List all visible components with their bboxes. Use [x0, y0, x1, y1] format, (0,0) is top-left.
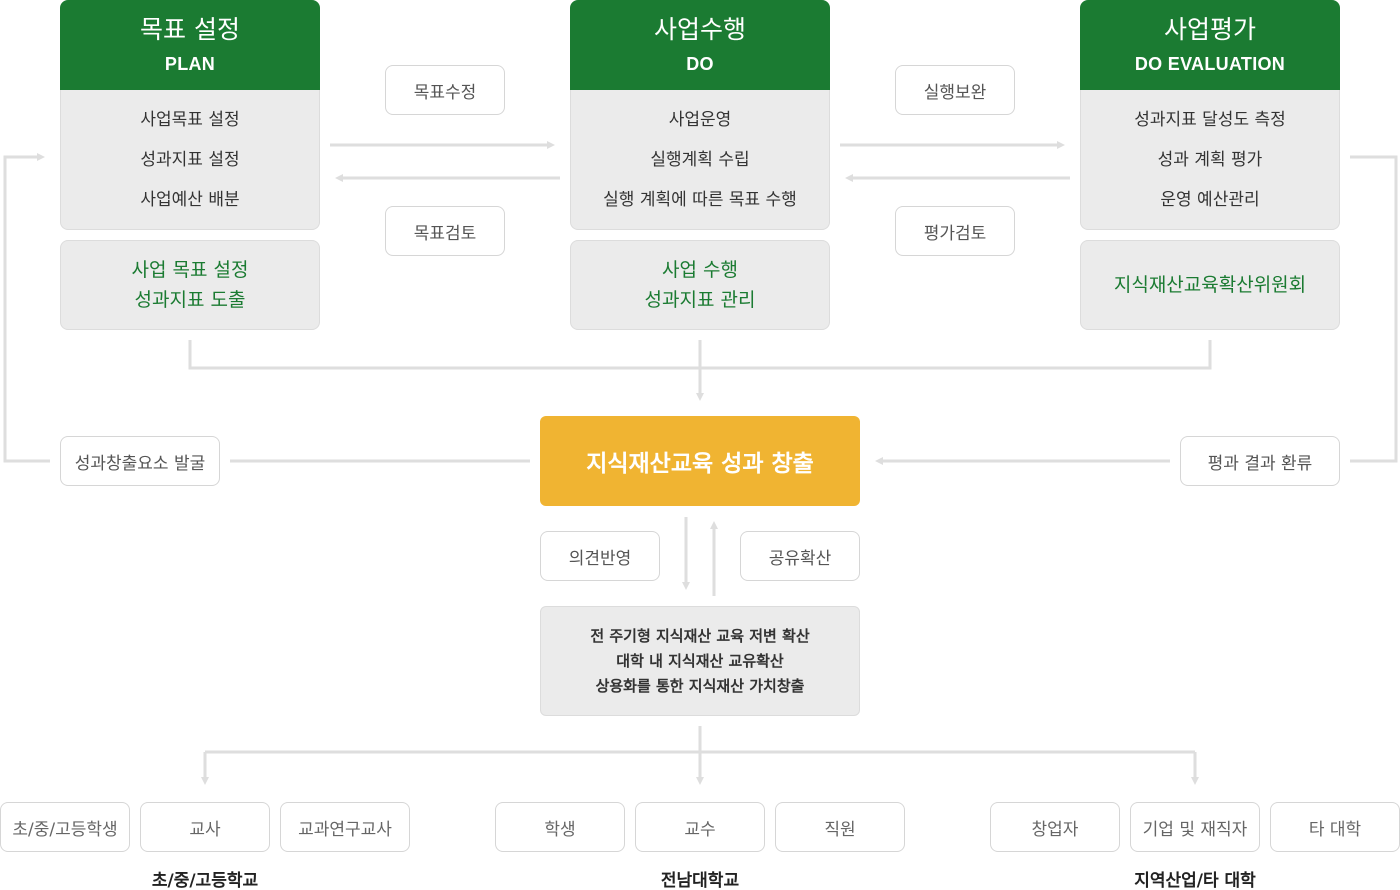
- target-member: 교사: [140, 802, 270, 852]
- phase-result-line: 사업 목표 설정: [131, 259, 249, 281]
- phase-do-result: 사업 수행 성과지표 관리: [570, 240, 830, 330]
- right-loop: [1350, 155, 1398, 463]
- outcome-box: 전 주기형 지식재산 교육 저변 확산 대학 내 지식재산 교유확산 상용화를 …: [540, 606, 860, 716]
- group-label-industry: 지역산업/타 대학: [1134, 870, 1256, 890]
- phase-eval-title: 사업평가: [1163, 15, 1256, 44]
- left-loop: [3, 153, 50, 463]
- phase-item: 성과 계획 평가: [1157, 149, 1263, 170]
- target-member: 교수: [635, 802, 765, 852]
- phase-item: 실행계획 수립: [650, 149, 750, 170]
- phase-do-items: 사업운영 실행계획 수립 실행 계획에 따른 목표 수행: [570, 90, 830, 230]
- target-member: 기업 및 재직자: [1130, 802, 1260, 852]
- phase-eval-items: 성과지표 달성도 측정 성과 계획 평가 운영 예산관리: [1080, 90, 1340, 230]
- phase-result-line: 성과지표 도출: [134, 289, 246, 311]
- phase-plan-items: 사업목표 설정 성과지표 설정 사업예산 배분: [60, 90, 320, 230]
- target-member: 학생: [495, 802, 625, 852]
- phase-item: 성과지표 설정: [140, 149, 240, 170]
- phase-eval-header: 사업평가 DO EVALUATION: [1080, 0, 1340, 90]
- phase-item: 성과지표 달성도 측정: [1134, 109, 1286, 130]
- tag-execution-complement: 실행보완: [895, 65, 1015, 115]
- phase-result-line: 지식재산교육확산위원회: [1113, 274, 1307, 296]
- outcome-line: 전 주기형 지식재산 교육 저변 확산: [590, 626, 810, 645]
- phase-item: 사업목표 설정: [140, 109, 240, 130]
- phase-do-title: 사업수행: [653, 15, 746, 44]
- tag-goal-revision: 목표수정: [385, 65, 505, 115]
- tag-element-discovery: 성과창출요소 발굴: [60, 436, 220, 486]
- target-member: 창업자: [990, 802, 1120, 852]
- phase-eval-result: 지식재산교육확산위원회: [1080, 240, 1340, 330]
- phase-result-line: 사업 수행: [662, 259, 738, 281]
- group-label-school: 초/중/고등학교: [151, 870, 259, 890]
- phase-plan-subtitle: PLAN: [164, 54, 216, 74]
- phase-plan-title: 목표 설정: [140, 15, 240, 44]
- phase-do-subtitle: DO: [686, 54, 714, 74]
- tag-goal-review: 목표검토: [385, 206, 505, 256]
- group-label-university: 전남대학교: [660, 870, 740, 890]
- target-member: 타 대학: [1270, 802, 1400, 852]
- phase-item: 사업예산 배분: [140, 189, 240, 210]
- tag-evaluation-review: 평가검토: [895, 206, 1015, 256]
- phase-plan-header: 목표 설정 PLAN: [60, 0, 320, 90]
- tag-sharing-spread: 공유확산: [740, 531, 860, 581]
- phase-plan-result: 사업 목표 설정 성과지표 도출: [60, 240, 320, 330]
- tag-evaluation-feedback: 평과 결과 환류: [1180, 436, 1340, 486]
- target-member: 교과연구교사: [280, 802, 410, 852]
- phase-item: 사업운영: [668, 109, 732, 130]
- phase-result-line: 성과지표 관리: [644, 289, 756, 311]
- outcome-line: 상용화를 통한 지식재산 가치창출: [595, 676, 805, 695]
- tag-opinion-reflection: 의견반영: [540, 531, 660, 581]
- phase-eval-subtitle: DO EVALUATION: [1134, 54, 1286, 74]
- phase-item: 실행 계획에 따른 목표 수행: [603, 189, 797, 210]
- outcome-line: 대학 내 지식재산 교유확산: [616, 651, 784, 670]
- phase-item: 운영 예산관리: [1160, 189, 1260, 210]
- target-member: 초/중/고등학생: [0, 802, 130, 852]
- target-member: 직원: [775, 802, 905, 852]
- phase-do-header: 사업수행 DO: [570, 0, 830, 90]
- main-result-box: 지식재산교육 성과 창출: [540, 416, 860, 506]
